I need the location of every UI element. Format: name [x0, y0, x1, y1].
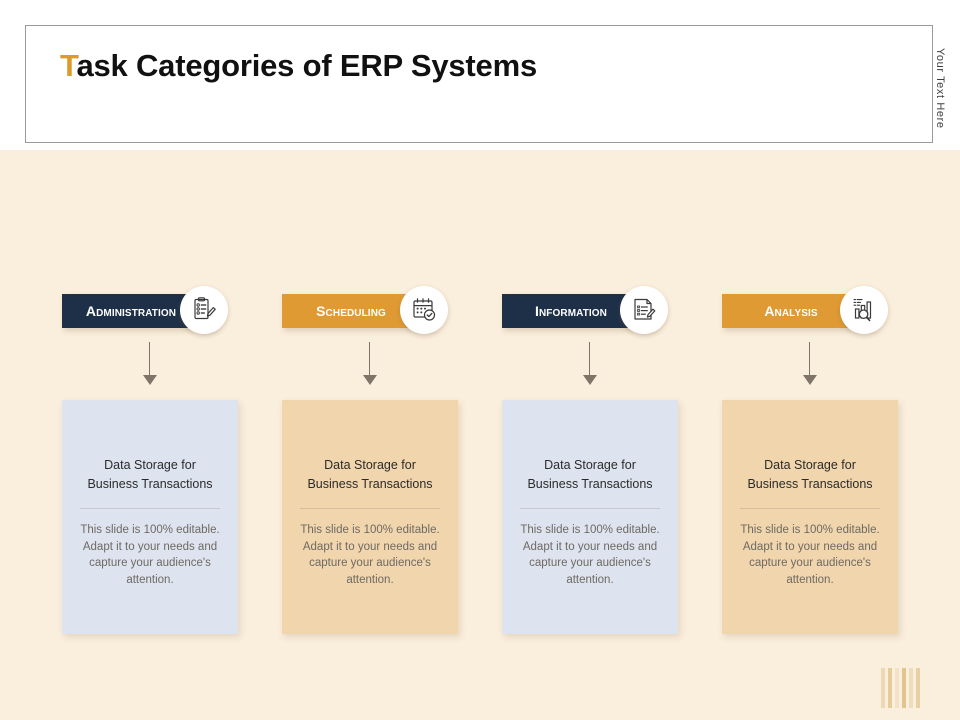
badge-administration[interactable]: Administration — [62, 286, 252, 342]
card-body: This slide is 100% editable. Adapt it to… — [300, 524, 440, 586]
card-title: Data Storage for Business Transactions — [87, 458, 213, 491]
category-column-administration: Administration Data St — [40, 150, 260, 720]
category-card[interactable]: Data Storage for Business Transactions T… — [502, 400, 678, 634]
card-title: Data Storage for Business Transactions — [747, 458, 873, 491]
category-column-information: Information Data Stora — [480, 150, 700, 720]
card-divider — [520, 508, 660, 509]
connector-line — [369, 342, 370, 378]
card-divider — [740, 508, 880, 509]
calendar-check-icon — [400, 286, 448, 334]
card-title: Data Storage for Business Transactions — [307, 458, 433, 491]
page-title: Task Categories of ERP Systems — [60, 48, 537, 84]
connector-arrowhead — [363, 375, 377, 385]
stripe-2 — [895, 668, 899, 708]
connector-arrow — [700, 342, 920, 392]
connector-line — [149, 342, 150, 378]
connector-arrowhead — [583, 375, 597, 385]
document-edit-icon — [620, 286, 668, 334]
category-card[interactable]: Data Storage for Business Transactions T… — [62, 400, 238, 634]
stripe-5 — [916, 668, 920, 708]
page-title-rest: ask Categories of ERP Systems — [76, 48, 537, 83]
card-body: This slide is 100% editable. Adapt it to… — [740, 524, 880, 586]
category-card[interactable]: Data Storage for Business Transactions T… — [282, 400, 458, 634]
category-column-scheduling: Scheduling — [260, 150, 480, 720]
badge-analysis[interactable]: Analysis — [722, 286, 912, 342]
page-title-accent-letter: T — [60, 48, 77, 83]
card-body: This slide is 100% editable. Adapt it to… — [520, 524, 660, 586]
badge-label: Analysis — [764, 303, 818, 319]
corner-stripes-decoration — [881, 668, 925, 708]
card-title: Data Storage for Business Transactions — [527, 458, 653, 491]
card-divider — [300, 508, 440, 509]
badge-information[interactable]: Information — [502, 286, 692, 342]
category-card[interactable]: Data Storage for Business Transactions T… — [722, 400, 898, 634]
badge-scheduling[interactable]: Scheduling — [282, 286, 472, 342]
stripe-1 — [888, 668, 892, 708]
stripe-4 — [909, 668, 913, 708]
connector-arrowhead — [143, 375, 157, 385]
header-band: Task Categories of ERP Systems Your Text… — [0, 0, 960, 150]
connector-arrow — [260, 342, 480, 392]
badge-label: Administration — [85, 303, 177, 319]
connector-line — [589, 342, 590, 378]
columns-area: Administration Data St — [0, 150, 960, 720]
bar-chart-search-icon — [840, 286, 888, 334]
badge-label: Scheduling — [316, 303, 386, 319]
category-column-analysis: Analysis Data Storage for Business Trans… — [700, 150, 920, 720]
header-frame — [25, 25, 933, 143]
stripe-3 — [902, 668, 906, 708]
card-divider — [80, 508, 220, 509]
stripe-0 — [881, 668, 885, 708]
connector-arrow — [40, 342, 260, 392]
badge-label: Information — [534, 303, 608, 319]
vertical-note: Your Text Here — [934, 48, 946, 129]
connector-line — [809, 342, 810, 378]
connector-arrowhead — [803, 375, 817, 385]
connector-arrow — [480, 342, 700, 392]
clipboard-pen-icon — [180, 286, 228, 334]
card-body: This slide is 100% editable. Adapt it to… — [80, 524, 220, 586]
